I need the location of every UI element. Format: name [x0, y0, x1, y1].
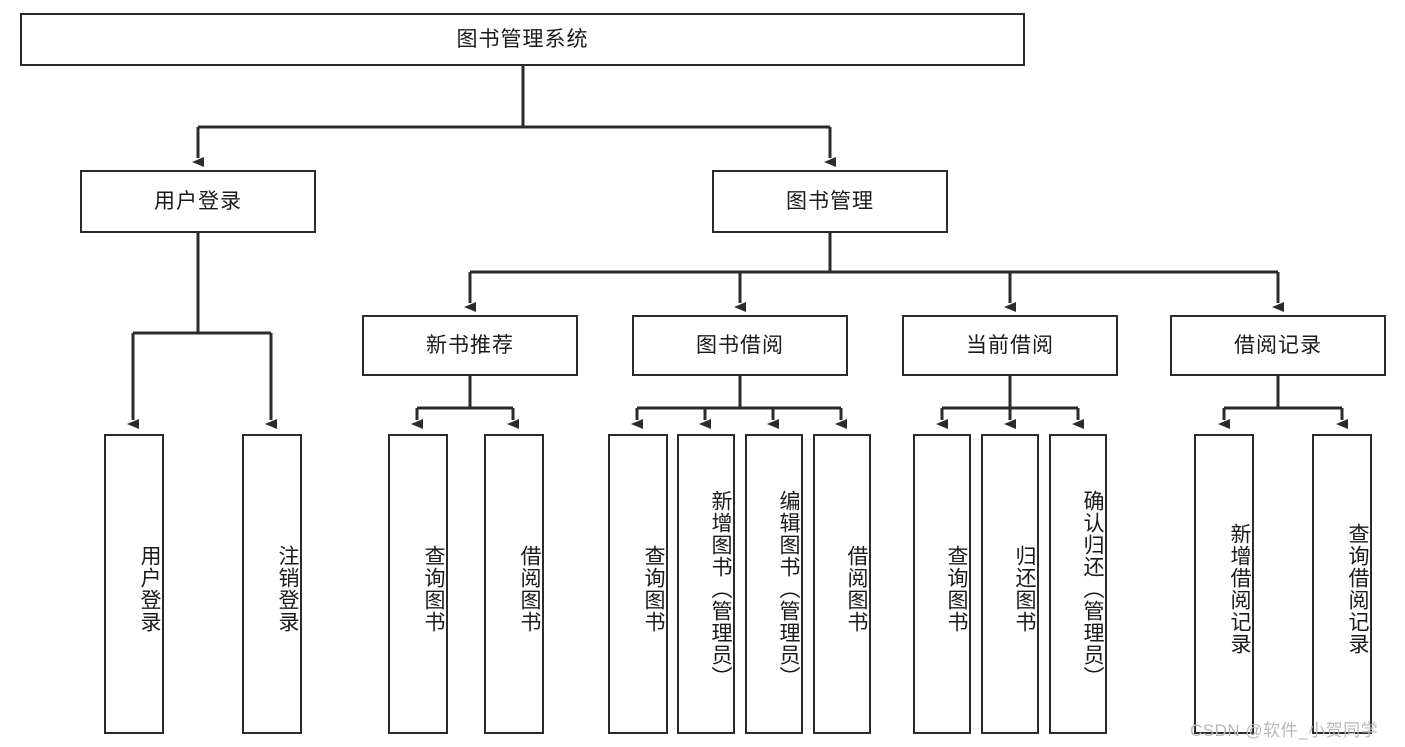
leaf-query-book-current-label: 查询图书 — [945, 545, 968, 633]
leaf-query-book-current[interactable]: 查询图书 — [913, 434, 971, 734]
leaf-user-login[interactable]: 用户登录 — [104, 434, 164, 734]
node-current-borrow[interactable]: 当前借阅 — [902, 315, 1118, 376]
leaf-confirm-return-admin-label: 确认归还（管理员） — [1081, 490, 1104, 688]
node-root-label: 图书管理系统 — [456, 27, 589, 51]
node-book-borrow-label: 图书借阅 — [696, 333, 784, 357]
leaf-borrow-book-recommend[interactable]: 借阅图书 — [484, 434, 544, 734]
node-current-borrow-label: 当前借阅 — [966, 333, 1054, 357]
leaf-borrow-book-borrow[interactable]: 借阅图书 — [813, 434, 871, 734]
csdn-watermark: CSDN @软件_小贺同学 — [1190, 721, 1379, 740]
leaf-user-login-label: 用户登录 — [138, 545, 161, 633]
leaf-confirm-return-admin[interactable]: 确认归还（管理员） — [1049, 434, 1107, 734]
node-new-book-recommend-label: 新书推荐 — [426, 333, 514, 357]
leaf-add-book-admin-label: 新增图书（管理员） — [709, 490, 732, 688]
node-book-manage-label: 图书管理 — [786, 189, 874, 213]
leaf-edit-book-admin-label: 编辑图书（管理员） — [777, 490, 800, 688]
leaf-edit-book-admin[interactable]: 编辑图书（管理员） — [745, 434, 803, 734]
leaf-logout-login[interactable]: 注销登录 — [242, 434, 302, 734]
node-borrow-record[interactable]: 借阅记录 — [1170, 315, 1386, 376]
leaf-return-book-label: 归还图书 — [1013, 545, 1036, 633]
leaf-logout-login-label: 注销登录 — [276, 545, 299, 633]
node-user-login-label: 用户登录 — [154, 189, 242, 213]
node-new-book-recommend[interactable]: 新书推荐 — [362, 315, 578, 376]
leaf-return-book[interactable]: 归还图书 — [981, 434, 1039, 734]
leaf-query-book-recommend-label: 查询图书 — [422, 545, 445, 633]
leaf-query-borrow-record-label: 查询借阅记录 — [1346, 523, 1369, 655]
node-book-borrow[interactable]: 图书借阅 — [632, 315, 848, 376]
node-root[interactable]: 图书管理系统 — [20, 13, 1025, 66]
leaf-query-borrow-record[interactable]: 查询借阅记录 — [1312, 434, 1372, 734]
node-user-login[interactable]: 用户登录 — [80, 170, 316, 233]
leaf-add-book-admin[interactable]: 新增图书（管理员） — [677, 434, 735, 734]
leaf-add-borrow-record-label: 新增借阅记录 — [1228, 523, 1251, 655]
leaf-borrow-book-recommend-label: 借阅图书 — [518, 545, 541, 633]
node-book-manage[interactable]: 图书管理 — [712, 170, 948, 233]
leaf-query-book-borrow-label: 查询图书 — [642, 545, 665, 633]
node-borrow-record-label: 借阅记录 — [1234, 333, 1322, 357]
leaf-query-book-recommend[interactable]: 查询图书 — [388, 434, 448, 734]
leaf-borrow-book-borrow-label: 借阅图书 — [845, 545, 868, 633]
leaf-query-book-borrow[interactable]: 查询图书 — [608, 434, 668, 734]
leaf-add-borrow-record[interactable]: 新增借阅记录 — [1194, 434, 1254, 734]
